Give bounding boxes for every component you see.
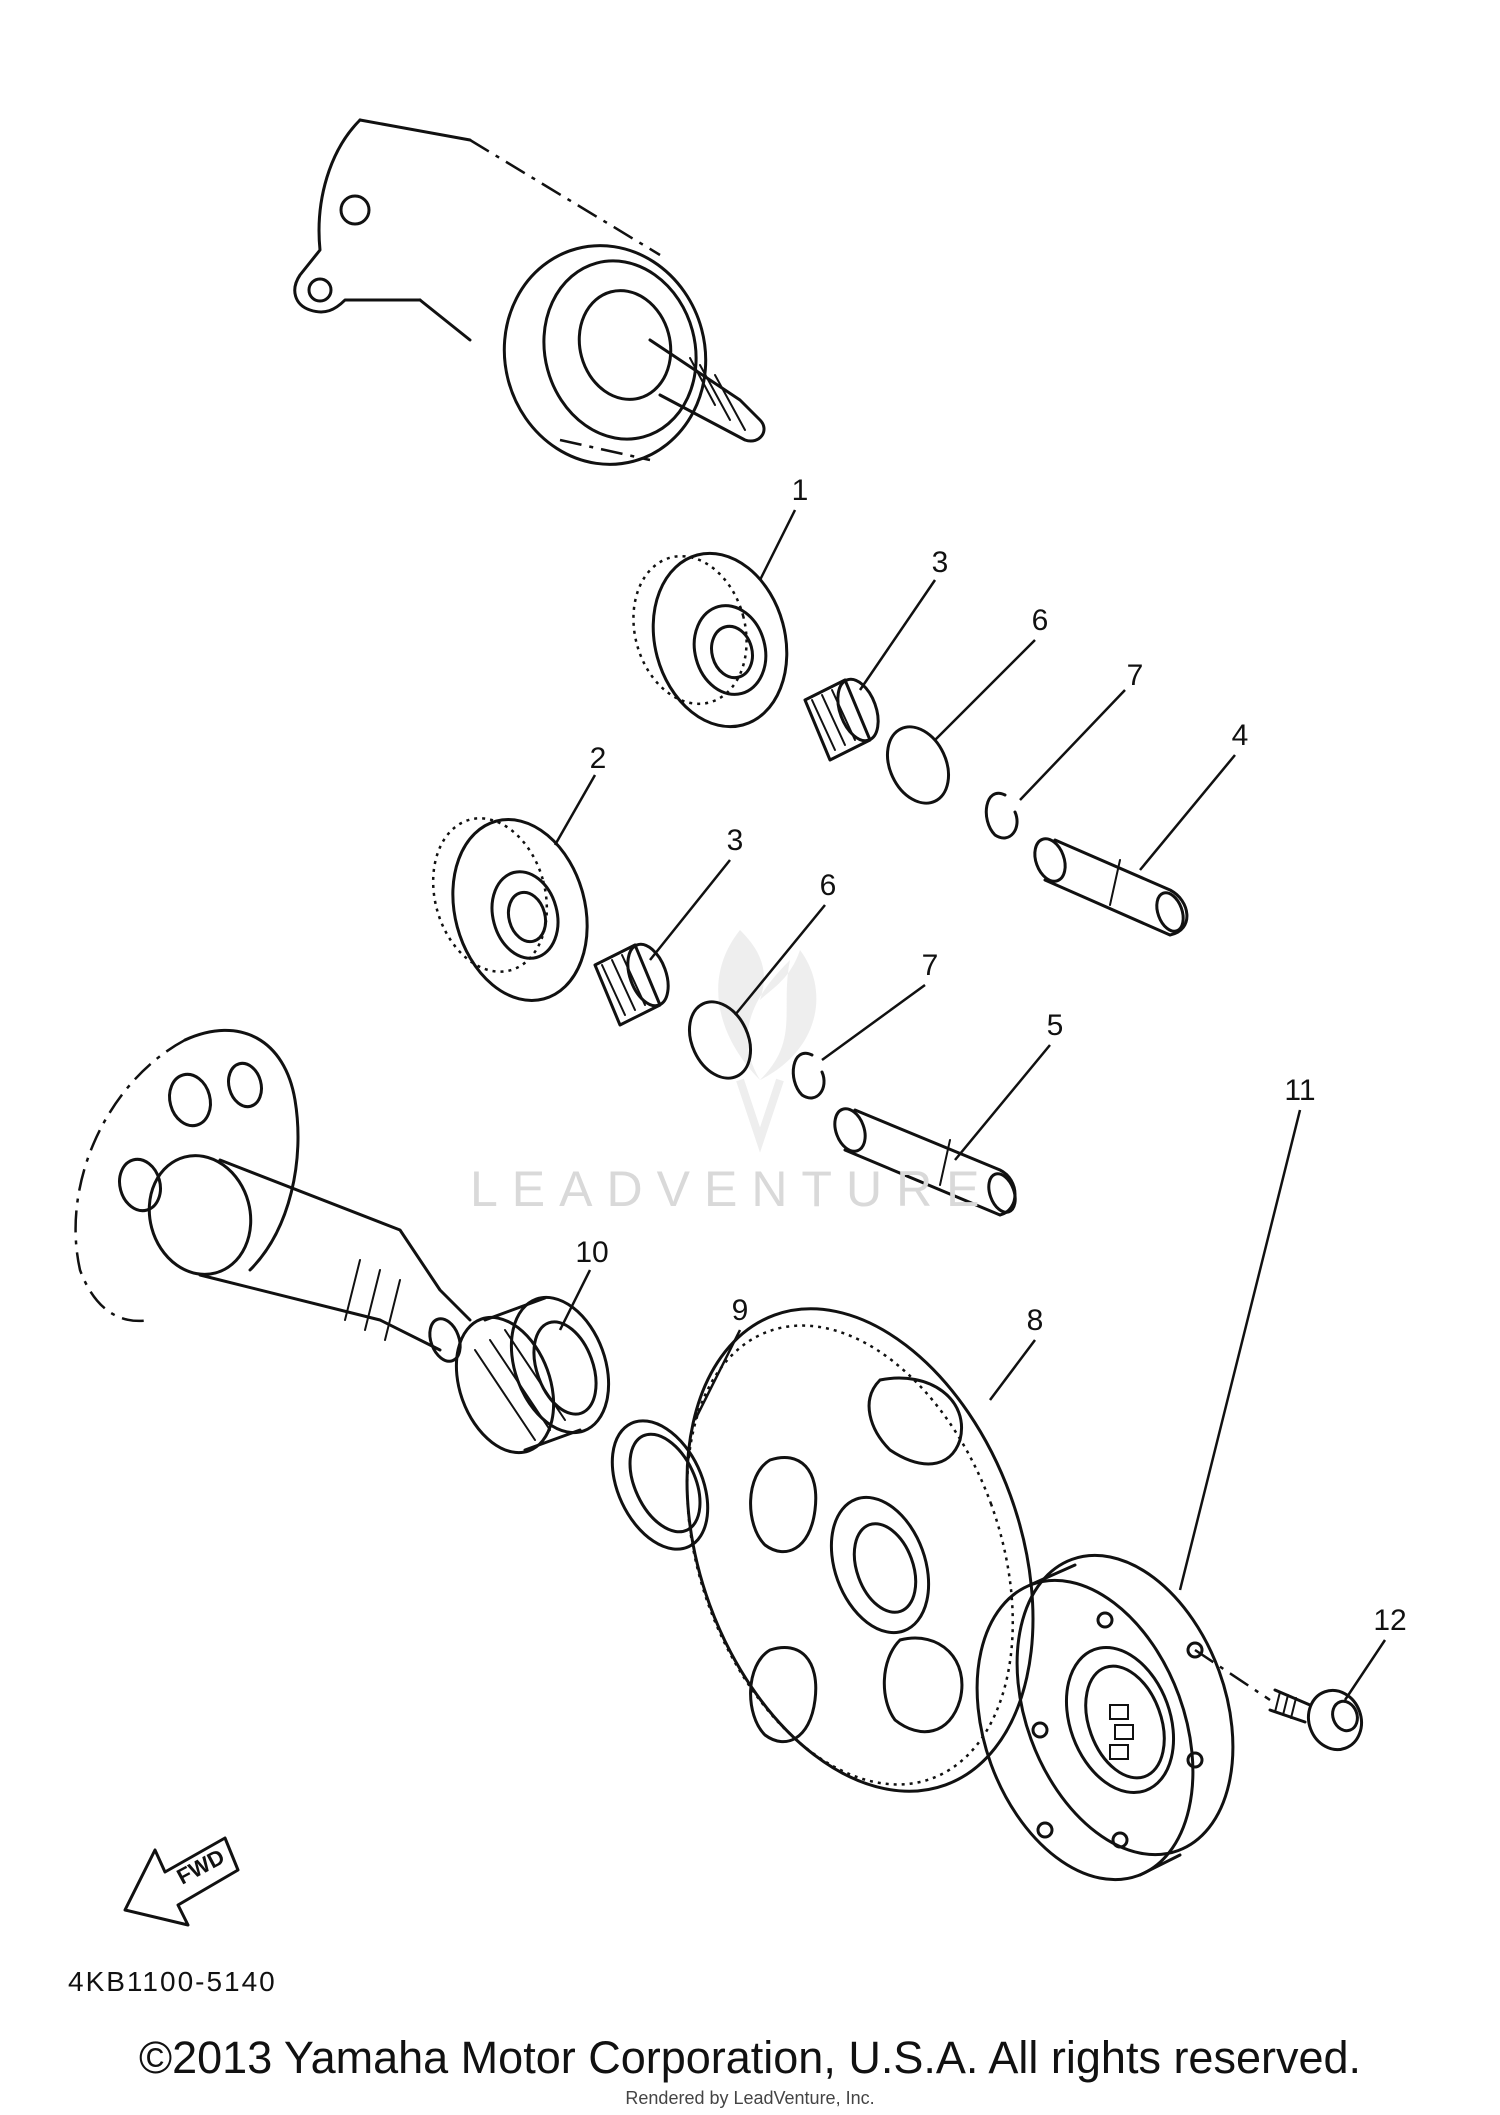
- callout-1: 1: [792, 474, 809, 507]
- leader-12: [1343, 1639, 1387, 1701]
- watermark-logo: [718, 930, 817, 1153]
- callout-10: 10: [575, 1236, 608, 1269]
- callout-7-lower: 7: [922, 949, 939, 982]
- part-9-washer: [610, 1419, 710, 1551]
- starter-motor: [293, 118, 766, 466]
- diagram-code: 4KB1100-5140: [68, 1966, 277, 1997]
- part-1-gear: [632, 551, 789, 729]
- watermark-text: LEADVENTURE: [470, 1161, 994, 1217]
- part-12-bolt: [1194, 1648, 1363, 1752]
- leader-9: [693, 1329, 742, 1421]
- callout-11: 11: [1284, 1074, 1315, 1107]
- fwd-arrow-icon: FWD: [123, 1836, 240, 1927]
- leader-7a: [1019, 689, 1126, 801]
- leader-3a: [858, 579, 937, 691]
- leader-2: [553, 774, 597, 846]
- leader-5: [954, 1044, 1051, 1161]
- part-7-circlip-lower: [791, 1051, 826, 1100]
- part-10-bearing: [454, 1295, 611, 1455]
- callout-8: 8: [1027, 1304, 1044, 1337]
- part-6-washer-lower: [688, 1000, 752, 1080]
- part-6-washer-upper: [886, 725, 950, 805]
- callout-12: 12: [1373, 1604, 1406, 1637]
- part-2-gear: [431, 817, 589, 1002]
- part-4-shaft: [1033, 837, 1189, 937]
- leader-7b: [821, 983, 926, 1062]
- part-3-bearing-lower: [593, 942, 670, 1027]
- callout-3-lower: 3: [727, 824, 744, 857]
- part-11-clutch: [975, 1553, 1235, 1882]
- callout-9: 9: [732, 1294, 749, 1327]
- callout-2: 2: [590, 742, 607, 775]
- leader-1: [758, 509, 797, 581]
- part-8-gear: [685, 1307, 1035, 1793]
- leader-6a: [934, 639, 1036, 741]
- part-7-circlip-upper: [984, 791, 1019, 840]
- callout-4: 4: [1232, 719, 1249, 752]
- output-shaft-assembly: [74, 1028, 472, 1363]
- callout-6-lower: 6: [820, 869, 837, 902]
- leader-6b: [734, 904, 826, 1016]
- leader-8: [989, 1339, 1036, 1401]
- leader-11: [1178, 1109, 1302, 1591]
- part-5-shaft: [833, 1107, 1017, 1217]
- part-3-bearing-upper: [803, 677, 880, 762]
- callout-5: 5: [1047, 1009, 1064, 1042]
- rendered-by-notice: Rendered by LeadVenture, Inc.: [625, 2088, 875, 2108]
- callout-7-upper: 7: [1127, 659, 1144, 692]
- leader-4: [1139, 754, 1236, 871]
- callout-6-upper: 6: [1032, 604, 1049, 637]
- leader-3b: [649, 859, 731, 961]
- callout-3-upper: 3: [932, 546, 949, 579]
- leader-10: [558, 1269, 592, 1331]
- copyright-notice: ©2013 Yamaha Motor Corporation, U.S.A. A…: [138, 2032, 1362, 2083]
